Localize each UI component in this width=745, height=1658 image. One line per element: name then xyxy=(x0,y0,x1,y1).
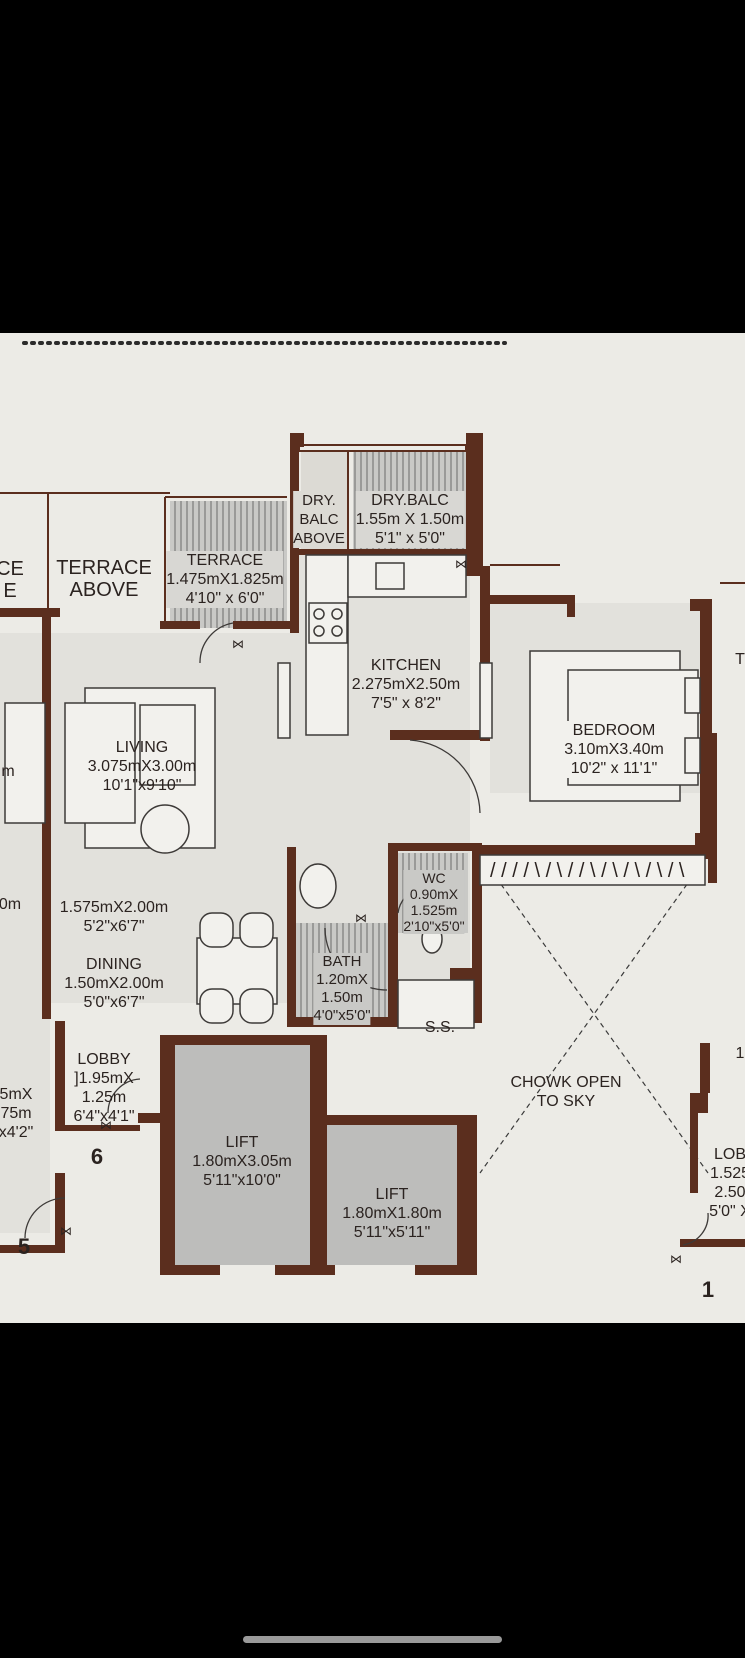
svg-text:⋈: ⋈ xyxy=(232,637,244,651)
svg-text:⋈: ⋈ xyxy=(355,911,367,925)
floor-plan: / / / / \ / \ / / \ / \ / \ / \ / \ ⋈ ⋈ … xyxy=(0,333,745,1323)
ss-label: S.S. xyxy=(424,1019,456,1036)
door-number-6: 6 xyxy=(90,1144,104,1169)
svg-text:⋈: ⋈ xyxy=(100,1118,112,1132)
left-edge-dim-2: 0m xyxy=(0,896,22,913)
door-number-1: 1 xyxy=(701,1277,715,1302)
svg-text:⋈: ⋈ xyxy=(60,1224,72,1238)
lift-1-floor xyxy=(175,1045,310,1265)
floor-plan-drawing: / / / / \ / \ / / \ / \ / \ / \ / \ ⋈ ⋈ … xyxy=(0,341,745,1275)
svg-text:/ / / / \ / \ / / \ / \ / \: / / / / \ / \ / / \ / \ / \ / \ / \ xyxy=(490,860,685,882)
right-edge-t: T xyxy=(735,651,745,668)
home-indicator[interactable] xyxy=(243,1636,502,1643)
lift-2-floor xyxy=(327,1125,457,1265)
svg-text:⋈: ⋈ xyxy=(455,557,467,571)
left-edge-dim-1: m xyxy=(1,763,15,780)
right-edge-1: 1 xyxy=(735,1045,745,1062)
svg-text:⋈: ⋈ xyxy=(670,1252,682,1266)
door-number-5: 5 xyxy=(17,1234,31,1259)
